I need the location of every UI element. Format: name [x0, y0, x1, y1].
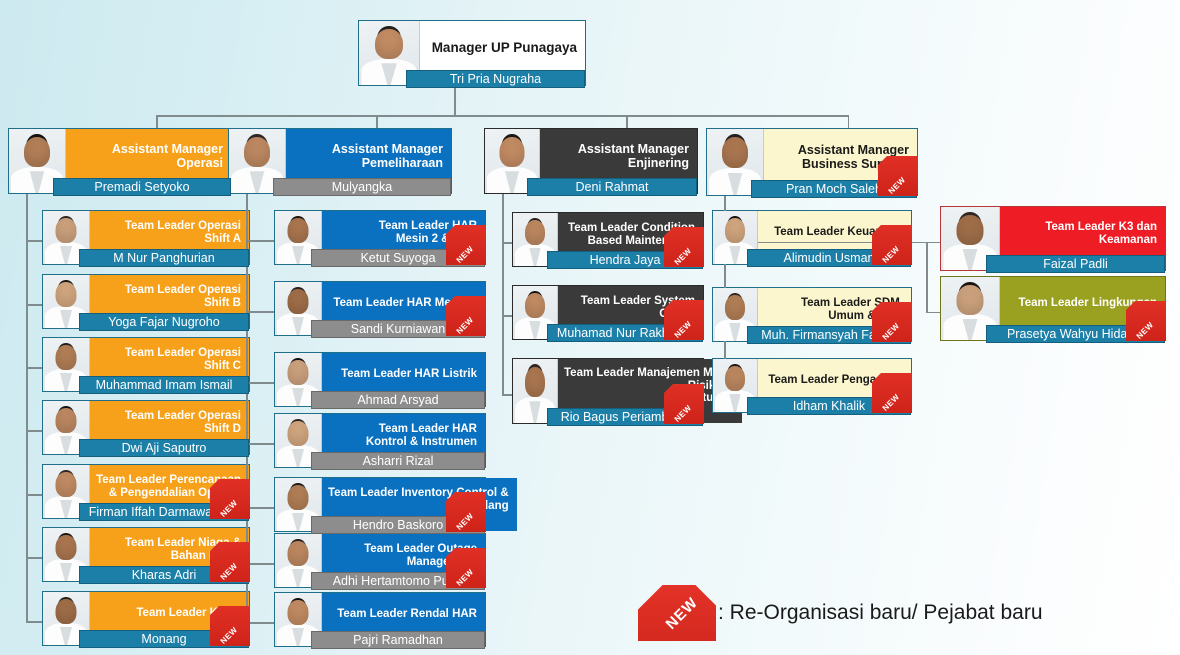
connector-line	[26, 240, 42, 242]
connector-line	[26, 194, 28, 622]
connector-line	[246, 240, 274, 242]
connector-line	[246, 622, 274, 624]
person-photo	[941, 277, 1000, 340]
connector-line	[502, 394, 512, 396]
person-name: Ahmad Arsyad	[311, 391, 485, 409]
connector-line	[246, 194, 248, 623]
person-name: Dwi Aji Saputro	[79, 439, 249, 457]
connector-line	[26, 430, 42, 432]
person-photo	[43, 401, 90, 454]
connector-line	[26, 557, 42, 559]
org-node[interactable]: Team Leader Manajemen Mutu,Risiko &Kepat…	[512, 358, 742, 426]
connector-line	[156, 115, 158, 128]
person-name: Hendro Baskoro	[311, 516, 485, 534]
person-name: Pran Moch Saleh	[751, 180, 917, 198]
connector-line	[926, 311, 940, 314]
person-name: Monang	[79, 630, 249, 648]
person-name: Yoga Fajar Nugroho	[79, 313, 249, 331]
person-photo	[275, 282, 322, 335]
person-photo	[43, 211, 90, 264]
connector-line	[246, 563, 274, 565]
person-photo	[275, 414, 322, 467]
connector-line	[246, 507, 274, 509]
person-photo	[713, 288, 758, 341]
person-name: Muhammad Imam Ismail	[79, 376, 249, 394]
connector-line	[926, 241, 928, 312]
connector-line	[724, 241, 926, 244]
person-name: Idham Khalik	[747, 397, 911, 415]
person-name: Prasetya Wahyu Hidayat	[986, 325, 1165, 343]
person-photo	[359, 21, 420, 85]
person-name: M Nur Panghurian	[79, 249, 249, 267]
connector-line	[156, 115, 848, 117]
person-name: Faizal Padli	[986, 255, 1165, 273]
new-ribbon-icon: NEW	[638, 585, 716, 641]
person-name: Rio Bagus Periambodo	[547, 408, 703, 426]
connector-line	[626, 115, 628, 128]
connector-line	[26, 494, 42, 496]
connector-line	[26, 304, 42, 306]
person-name: Hendra Jaya	[547, 251, 703, 269]
org-node[interactable]: Team Leader Perencanaan& Pengendalian Op…	[42, 464, 250, 521]
connector-line	[926, 241, 940, 244]
person-photo	[275, 211, 322, 264]
person-name: Muh. Firmansyah Fattah	[747, 326, 911, 344]
connector-line	[26, 621, 42, 623]
person-name: Adhi Hertamtomo Putro	[311, 572, 485, 590]
connector-line	[502, 315, 512, 317]
connector-line	[847, 115, 850, 128]
person-name: Kharas Adri	[79, 566, 249, 584]
person-name: Firman Iffah Darmawangsa	[79, 503, 249, 521]
connector-line	[246, 311, 274, 313]
connector-line	[502, 242, 512, 244]
person-name: Tri Pria Nugraha	[406, 70, 585, 88]
legend-text: : Re-Organisasi baru/ Pejabat baru	[718, 601, 1043, 624]
connector-line	[454, 88, 456, 115]
person-name: Mulyangka	[273, 178, 451, 196]
person-name: Ketut Suyoga	[311, 249, 485, 267]
legend: NEW : Re-Organisasi baru/ Pejabat baru	[638, 585, 1043, 641]
person-name: Premadi Setyoko	[53, 178, 231, 196]
person-photo	[275, 534, 322, 587]
person-name: Asharri Rizal	[311, 452, 485, 470]
connector-line	[26, 367, 42, 369]
person-photo	[713, 211, 758, 264]
person-name: Muhamad Nur Rakhman	[547, 324, 703, 342]
connector-line	[246, 443, 274, 445]
connector-line	[502, 194, 504, 395]
person-name: Alimudin Usman	[747, 249, 911, 267]
person-name: Sandi Kurniawan	[311, 320, 485, 338]
connector-line	[376, 115, 378, 128]
person-name: Pajri Ramadhan	[311, 631, 485, 649]
person-photo	[707, 129, 764, 195]
connector-line	[246, 382, 274, 384]
person-name: Deni Rahmat	[527, 178, 697, 196]
